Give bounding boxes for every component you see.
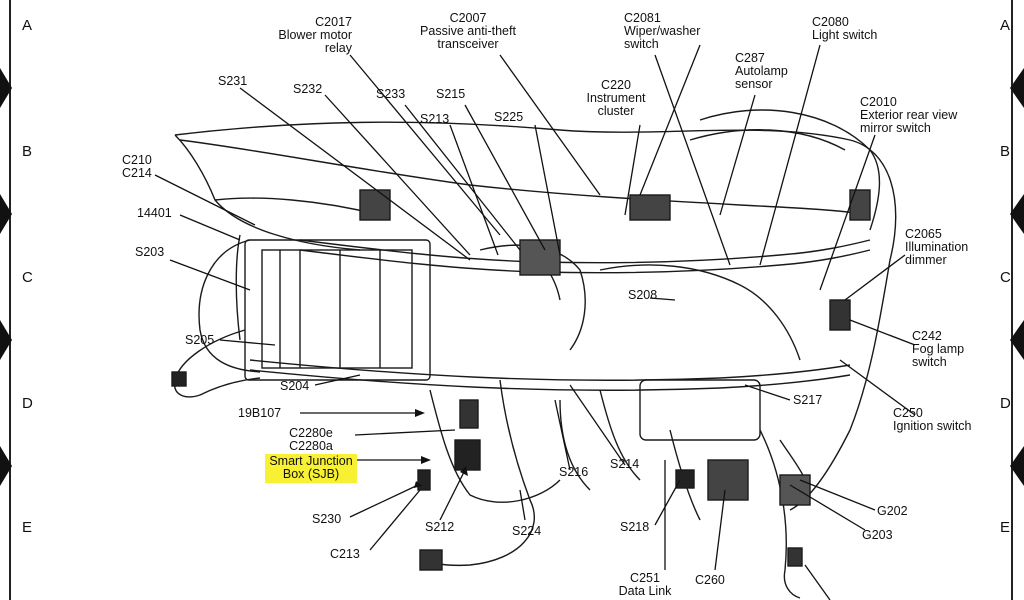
grid-row-letter: A — [1000, 17, 1011, 34]
label-s204: S204 — [280, 379, 310, 393]
label-c251: C251 Data Link — [618, 571, 672, 598]
grid-row-letter: D — [22, 395, 33, 412]
grid-row-letter: B — [1000, 143, 1011, 160]
label-s203: S203 — [135, 245, 165, 259]
label-s214: S214 — [610, 457, 640, 471]
label-s230: S230 — [312, 512, 342, 526]
label-s208: S208 — [628, 288, 658, 302]
label-s233: S233 — [376, 87, 406, 101]
label-c2081: C2081 Wiper/washer switch — [624, 11, 701, 51]
label-c2010: C2010 Exterior rear view mirror switch — [860, 95, 958, 135]
label-s225: S225 — [494, 110, 524, 124]
grid-row-letter: E — [1000, 519, 1011, 536]
label-c210-c214: C210 C214 — [122, 153, 152, 180]
label-19b107: 19B107 — [238, 406, 282, 420]
label-s217: S217 — [793, 393, 823, 407]
grid-row-letter: A — [22, 17, 33, 34]
label-c220: C220 Instrument cluster — [586, 78, 646, 118]
label-s232: S232 — [293, 82, 323, 96]
label-g202: G202 — [877, 504, 908, 518]
grid-row-letter: B — [22, 143, 33, 160]
label-s218: S218 — [620, 520, 650, 534]
label-c260: C260 — [695, 573, 725, 587]
label-s215: S215 — [436, 87, 466, 101]
label-c250: C250 Ignition switch — [893, 406, 972, 433]
label-s205: S205 — [185, 333, 215, 347]
label-c2017: C2017 Blower motor relay — [278, 15, 352, 55]
grid-row-letter: E — [22, 519, 33, 536]
label-14401: 14401 — [137, 206, 172, 220]
label-c2007: C2007 Passive anti-theft transceiver — [420, 11, 516, 51]
label-smart-junction-box: C2280e C2280a Smart Junction Box (SJB) — [252, 427, 370, 483]
label-g203: G203 — [862, 528, 893, 542]
label-s231: S231 — [218, 74, 248, 88]
label-c213: C213 — [330, 547, 360, 561]
grid-row-letter: C — [22, 269, 33, 286]
grid-row-letter: C — [1000, 269, 1011, 286]
label-c2080: C2080 Light switch — [812, 15, 878, 42]
label-c2065: C2065 Illumination dimmer — [905, 227, 969, 267]
label-s216: S216 — [559, 465, 589, 479]
label-s213: S213 — [420, 112, 450, 126]
grid-row-letter: D — [1000, 395, 1011, 412]
label-c242: C242 Fog lamp switch — [912, 329, 965, 369]
label-s224: S224 — [512, 524, 542, 538]
highlight-sjb: Smart Junction Box (SJB) — [265, 454, 357, 483]
label-c287: C287 Autolamp sensor — [735, 51, 788, 91]
label-s212: S212 — [425, 520, 455, 534]
